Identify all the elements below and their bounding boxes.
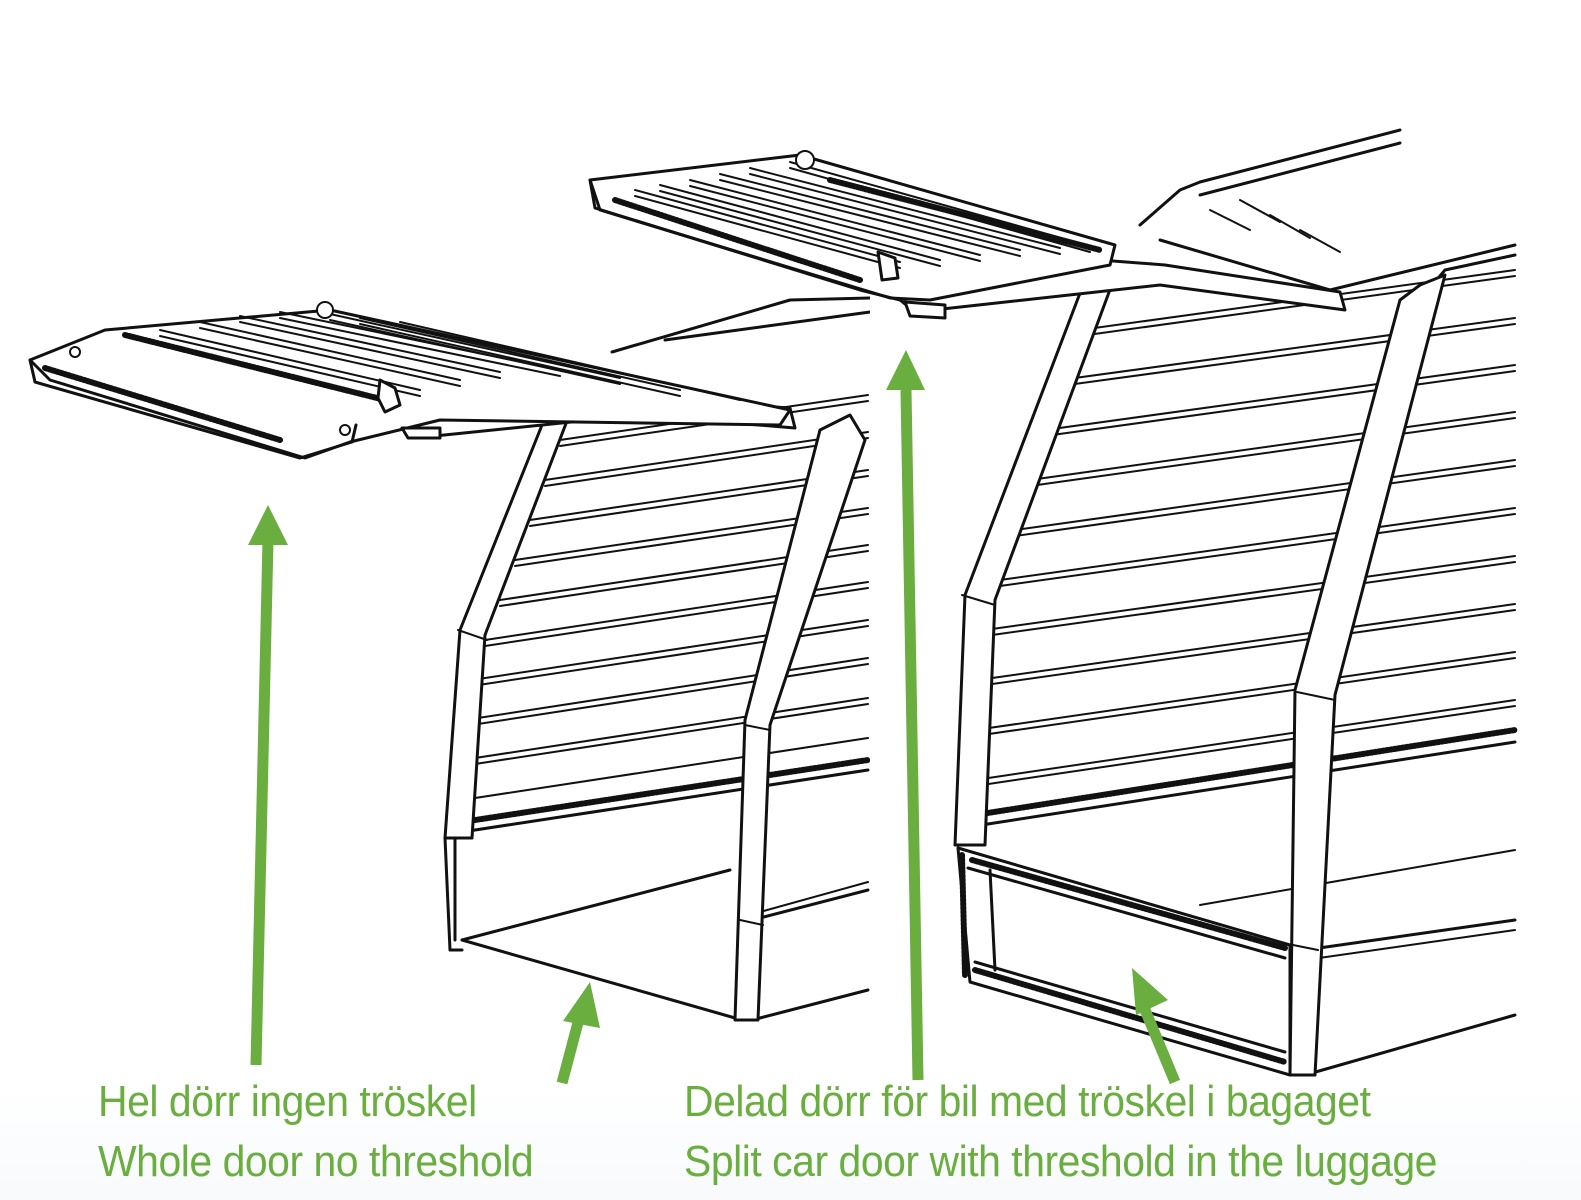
caption-whole-door-english: Whole door no threshold — [98, 1137, 534, 1186]
caption-split-door-english: Split car door with threshold in the lug… — [684, 1137, 1437, 1186]
left-cage-body — [408, 296, 872, 1022]
arrow-to-open-floor — [556, 982, 600, 1085]
caption-split-door: Delad dörr för bil med tröskel i bagaget… — [684, 1072, 1437, 1192]
arrow-to-split-door — [886, 350, 925, 1081]
arrow-to-whole-door — [248, 505, 288, 1066]
left-whole-door — [28, 301, 792, 460]
caption-whole-door-swedish: Hel dörr ingen tröskel — [98, 1077, 477, 1126]
right-lower-door — [956, 846, 1292, 1077]
right-cage-body — [870, 128, 1570, 1090]
caption-whole-door: Hel dörr ingen tröskel Whole door no thr… — [98, 1072, 534, 1192]
caption-split-door-swedish: Delad dörr för bil med tröskel i bagaget — [684, 1077, 1371, 1126]
arrow-to-lower-door — [1132, 968, 1181, 1085]
right-split-door — [588, 150, 1117, 320]
